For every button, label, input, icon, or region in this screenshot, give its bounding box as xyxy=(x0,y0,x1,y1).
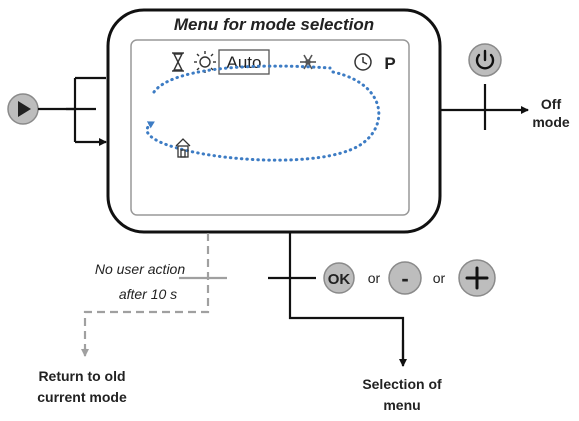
or-label-2: or xyxy=(433,270,446,286)
selection-line xyxy=(288,233,405,360)
snowflake-icon xyxy=(300,54,316,70)
return-label-2: current mode xyxy=(37,389,127,405)
selection-label-2: menu xyxy=(383,397,420,413)
power-icon xyxy=(475,49,495,70)
off-mode-label-1: Off xyxy=(541,96,562,112)
or-label-1: or xyxy=(368,270,381,286)
timeout-label-2: after 10 s xyxy=(119,286,177,302)
program-p-label: P xyxy=(384,54,395,73)
cycle-arrow-upper xyxy=(152,64,332,94)
timeout-dashed-line xyxy=(83,233,210,350)
hourglass-icon xyxy=(172,52,184,72)
auto-mode-box xyxy=(218,49,270,75)
display-screen xyxy=(130,39,410,216)
selection-label-1: Selection of xyxy=(362,376,442,392)
house-icon xyxy=(175,138,191,158)
plus-icon xyxy=(465,266,489,290)
ok-button-label: OK xyxy=(328,271,351,288)
ok-button[interactable] xyxy=(323,262,355,294)
play-icon xyxy=(18,101,31,117)
minus-button[interactable] xyxy=(388,261,422,295)
cycle-arrow-lower xyxy=(145,70,381,162)
return-label-1: Return to old xyxy=(38,368,125,384)
timeout-label-1: No user action xyxy=(95,261,185,277)
clock-icon xyxy=(354,53,372,71)
menu-title: Menu for mode selection xyxy=(174,15,374,34)
minus-icon: - xyxy=(401,266,408,291)
off-mode-label-2: mode xyxy=(532,114,570,130)
